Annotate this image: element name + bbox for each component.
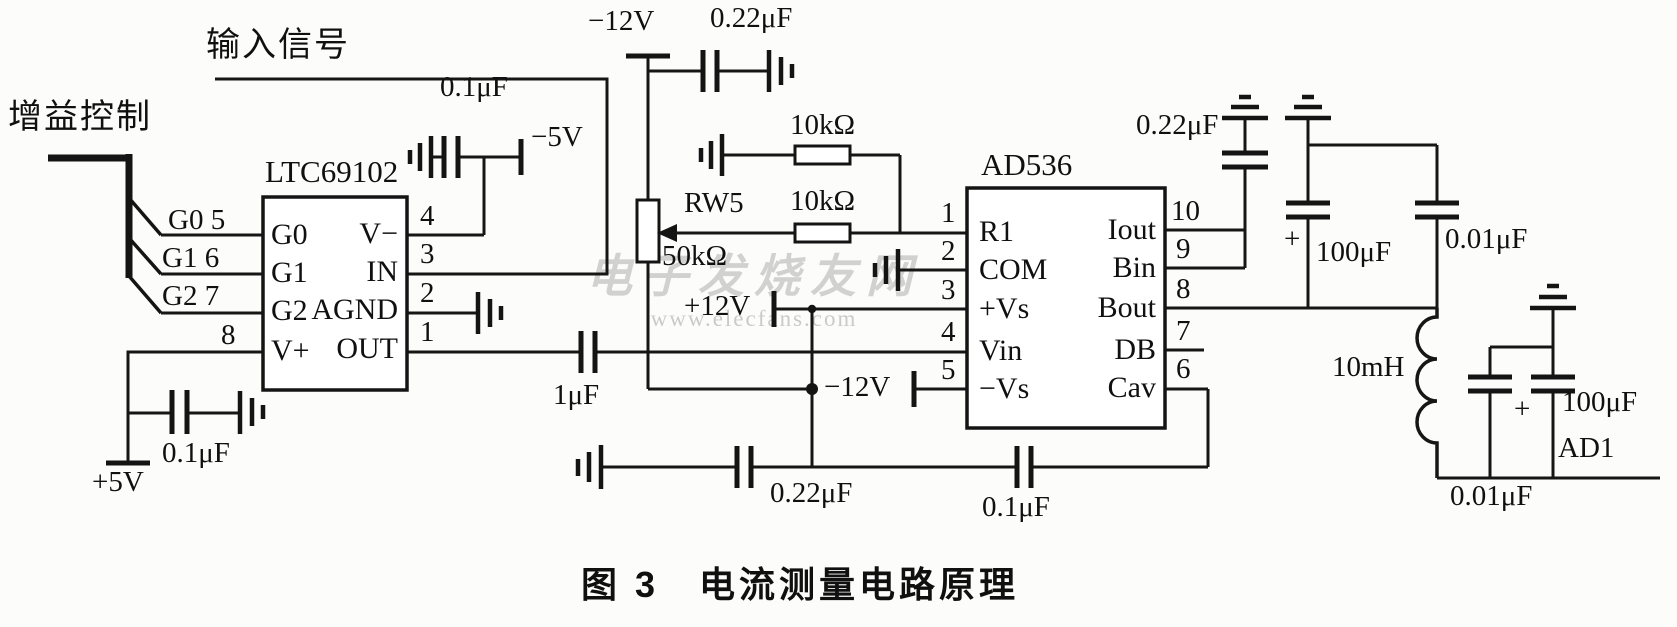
ad536-pin9-num: 9 [1176,233,1191,265]
ic-ad536-name: AD536 [981,147,1073,182]
ad536-inner-db: DB [1114,333,1156,366]
ltc-inner-in: IN [366,255,398,288]
tag-ad1: AD1 [1558,432,1615,464]
res-label-10k-wiper: 10kΩ [790,185,856,217]
capacitor-n12v-0.22uF [700,50,720,92]
capacitor-output-0.01uF [1468,374,1512,394]
ad536-inner-nvs: −Vs [979,372,1030,405]
ground-icon [407,136,434,178]
ad536-inner-r1: R1 [979,215,1015,248]
ground-icon [1530,283,1576,311]
gain-control-label: 增益控制 [8,99,152,136]
supply-label-n12v-top: −12V [588,5,655,37]
cap-label-0.1uF-top: 0.1μF [440,71,508,103]
ltc-pin5-ext: G0 5 [168,204,226,236]
ltc-pin3-num: 3 [420,238,435,270]
ad536-pin4-num: 4 [941,316,956,348]
ad536-pin2-num: 2 [941,235,956,267]
ic-ltc69102-body [261,195,409,392]
cap-label-0.1uF-vplus: 0.1μF [162,437,230,469]
capacitor-out-1uF [578,331,598,373]
ground-icon [237,391,266,434]
capacitor-filter-0.01uF [1415,200,1459,220]
wiper-arrow-icon [657,224,677,242]
cap-label-0.22uF-bottom: 0.22μF [770,477,853,509]
ltc-pin2-num: 2 [420,277,435,309]
capacitor-output-100uF [1531,374,1575,394]
ad536-pin8-num: 8 [1176,273,1191,305]
ltc-pin7-ext: G2 7 [162,280,220,312]
ad536-pin10-num: 10 [1171,195,1200,227]
cap-label-0.1uF-cav: 0.1μF [982,491,1050,523]
gain-bus [48,154,163,315]
inductor-label-10mH: 10mH [1332,351,1405,383]
cap-label-0.01uF-upper: 0.01μF [1445,223,1528,255]
ltc-pin4-num: 4 [420,200,435,232]
ad536-inner-pvs: +Vs [979,292,1030,325]
cap-label-0.22uF-top: 0.22μF [710,2,793,34]
cap-label-1uF: 1μF [553,379,600,411]
ad536-inner-bin: Bin [1112,251,1156,284]
cap-label-0.01uF-lower: 0.01μF [1450,480,1533,512]
inductor-10mH [1415,308,1439,478]
ground-icon [698,134,725,176]
ltc-inner-out: OUT [336,332,398,365]
ltc-inner-agnd: AGND [311,293,398,326]
ltc-inner-g1: G1 [271,256,308,289]
ad536-pin1-num: 1 [941,197,956,229]
capacitor-vplus-0.1uF [169,390,190,434]
ltc-inner-g0: G0 [271,218,308,251]
supply-label-n5v: −5V [531,121,583,153]
ltc-inner-g2: G2 [271,294,308,327]
ground-icon [1285,94,1331,121]
ad536-pin6-num: 6 [1176,353,1191,385]
junction-dots [806,304,818,395]
ground-icon [475,292,504,334]
ltc-inner-vminus: V− [359,217,398,250]
ground-icon [766,50,795,92]
ad536-inner-com: COM [979,253,1048,286]
ad536-inner-vin: Vin [979,334,1023,367]
ground-icon [872,249,901,291]
resistor-10k-upper [793,144,852,166]
pot-name-rw5: RW5 [684,187,744,219]
potentiometer-rw5 [635,198,677,264]
capacitor-vminus-0.1uF [441,136,461,178]
res-label-10k-upper: 10kΩ [790,109,856,141]
ic-ltc69102-name: LTC69102 [265,154,399,189]
ad536-inner-bout: Bout [1097,291,1156,324]
input-signal-label: 输入信号 [206,27,350,64]
ltc-pin8-num: 8 [221,319,236,351]
cap-label-0.22uF-iout: 0.22μF [1136,109,1219,141]
ltc-pin6-ext: G1 6 [162,242,220,274]
polarity-plus-upper: + [1284,223,1301,255]
ltc-inner-vplus: V+ [271,334,310,367]
ad536-pin7-num: 7 [1176,315,1191,347]
ground-icon [1222,94,1268,121]
figure-caption: 图 3 电流测量电路原理 [580,564,1020,605]
cap-label-100uF-upper: 100μF [1316,236,1392,268]
resistor-10k-wiper [793,222,852,244]
supply-label-p12v: +12V [684,290,751,322]
ad536-pin3-num: 3 [941,274,956,306]
pot-value-50k: 50kΩ [662,240,728,272]
capacitor-cav-0.1uF [1014,446,1034,488]
supply-label-n12v-mid: −12V [824,371,891,403]
capacitor-filter-100uF [1286,200,1330,220]
capacitor-mid-0.22uF [734,446,754,488]
supply-label-p5v: +5V [92,466,144,498]
ic-ad536-body [965,186,1167,430]
cap-label-100uF-lower: 100μF [1562,386,1638,418]
ad536-pin5-num: 5 [941,354,956,386]
capacitor-iout-0.22uF [1222,150,1268,170]
ground-icon [575,445,604,489]
ad536-inner-iout: Iout [1107,213,1156,246]
ad536-inner-cav: Cav [1107,371,1156,404]
polarity-plus-lower: + [1514,393,1531,425]
wires [126,56,1660,480]
ltc-pin1-num: 1 [420,316,435,348]
